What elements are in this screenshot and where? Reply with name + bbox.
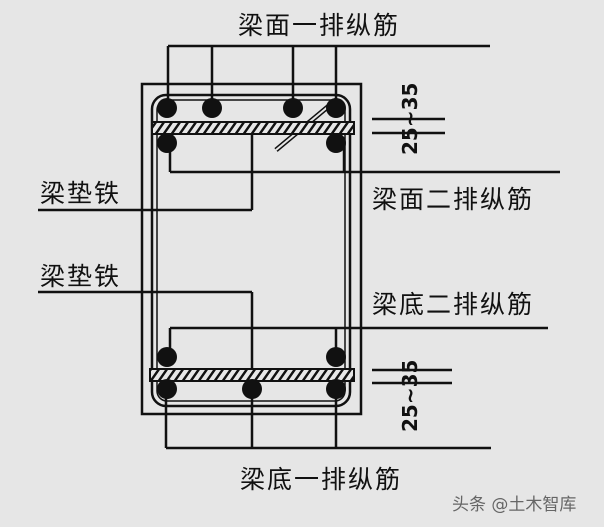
rebar [242,379,262,399]
dimension-bottom: 25~35 [398,359,422,432]
rebar [326,98,346,118]
rebar [326,133,346,153]
rebar [157,98,177,118]
rebar [326,347,346,367]
label-top-first-row: 梁面一排纵筋 [238,11,401,40]
watermark: 头条 @土木智库 [452,495,577,515]
dimension-top: 25~35 [398,82,422,155]
top-spacer-bar [151,121,355,135]
label-top-second-row: 梁面二排纵筋 [372,185,535,214]
label-spacer-bottom: 梁垫铁 [40,262,122,291]
rebar [202,98,222,118]
rebar [326,379,346,399]
label-spacer-top: 梁垫铁 [40,179,122,208]
rebar [157,379,177,399]
label-bottom-first-row: 梁底一排纵筋 [240,465,403,494]
rebar [157,133,177,153]
rebar [283,98,303,118]
label-bottom-second-row: 梁底二排纵筋 [372,290,535,319]
rebar [157,347,177,367]
